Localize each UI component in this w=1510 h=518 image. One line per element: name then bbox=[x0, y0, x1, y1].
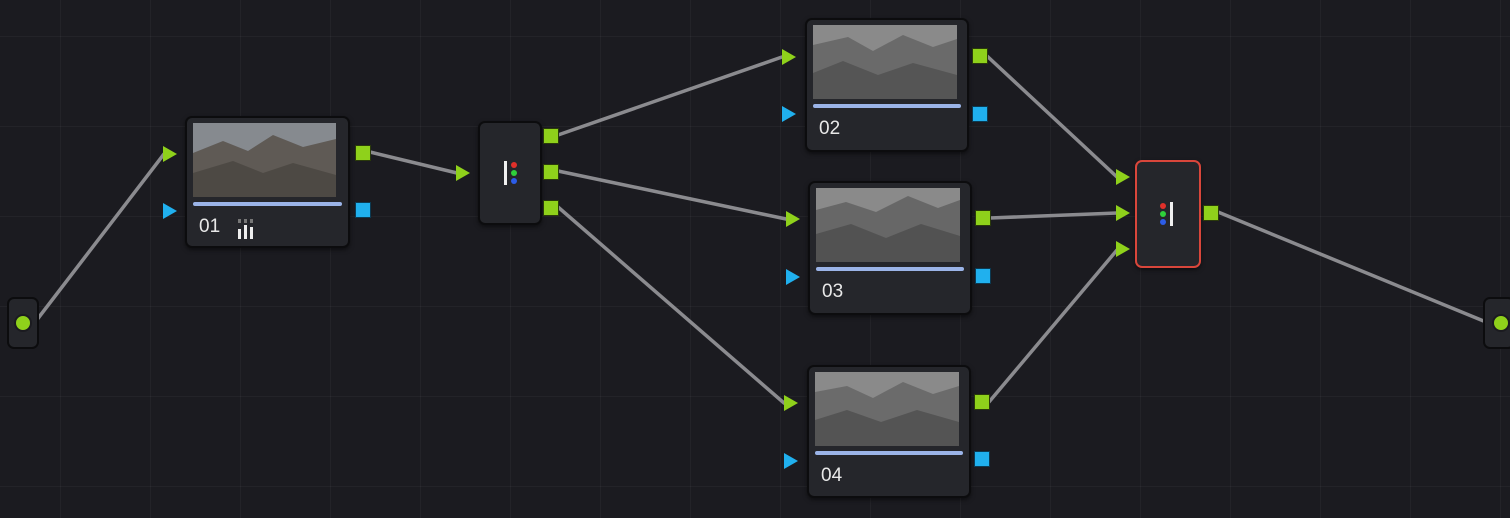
link-splitter-to-03 bbox=[556, 169, 788, 221]
source-input-node[interactable] bbox=[7, 297, 39, 349]
node-thumbnail bbox=[815, 372, 959, 446]
node-02-rgb-input[interactable] bbox=[782, 49, 796, 65]
levels-bars-icon bbox=[237, 219, 257, 244]
node-number-label: 04 bbox=[821, 465, 843, 486]
node-thumbnail bbox=[813, 25, 957, 99]
node-clip-bar bbox=[816, 267, 964, 271]
combiner-input-blue[interactable] bbox=[1116, 241, 1130, 257]
node-04-rgb-output[interactable] bbox=[974, 394, 990, 410]
node-01-rgb-input[interactable] bbox=[163, 146, 177, 162]
node-04-rgb-input[interactable] bbox=[784, 395, 798, 411]
node-number-label: 03 bbox=[822, 281, 844, 302]
link-combiner-to-output bbox=[1216, 210, 1488, 324]
node-01[interactable]: 01 bbox=[185, 116, 350, 248]
node-04-alpha-input[interactable] bbox=[784, 453, 798, 469]
node-01-alpha-input[interactable] bbox=[163, 203, 177, 219]
splitter-input[interactable] bbox=[456, 165, 470, 181]
channel-splitter-icon bbox=[503, 160, 519, 191]
node-clip-bar bbox=[815, 451, 963, 455]
combiner-node[interactable] bbox=[1135, 160, 1201, 268]
output-input-port[interactable] bbox=[1492, 314, 1510, 332]
node-04-alpha-output[interactable] bbox=[974, 451, 990, 467]
combiner-input-green[interactable] bbox=[1116, 205, 1130, 221]
node-clip-bar bbox=[193, 202, 342, 206]
link-source-to-01 bbox=[34, 152, 166, 323]
splitter-node[interactable] bbox=[478, 121, 542, 225]
combiner-input-red[interactable] bbox=[1116, 169, 1130, 185]
node-02-alpha-input[interactable] bbox=[782, 106, 796, 122]
node-04[interactable]: 04 bbox=[807, 365, 971, 498]
link-splitter-to-02 bbox=[556, 55, 784, 137]
tree-output-node[interactable] bbox=[1483, 297, 1510, 349]
link-03-to-combiner bbox=[988, 211, 1119, 220]
node-03-rgb-input[interactable] bbox=[786, 211, 800, 227]
node-number-label: 02 bbox=[819, 118, 841, 139]
node-02-alpha-output[interactable] bbox=[972, 106, 988, 122]
splitter-output-green[interactable] bbox=[543, 164, 559, 180]
splitter-output-red[interactable] bbox=[543, 128, 559, 144]
combiner-output[interactable] bbox=[1203, 205, 1219, 221]
link-04-to-combiner bbox=[987, 248, 1119, 404]
source-output-port[interactable] bbox=[14, 314, 32, 332]
node-number-label: 01 bbox=[199, 216, 221, 237]
node-clip-bar bbox=[813, 104, 961, 108]
node-01-alpha-output[interactable] bbox=[355, 202, 371, 218]
node-01-rgb-output[interactable] bbox=[355, 145, 371, 161]
link-splitter-to-04 bbox=[556, 205, 786, 405]
channel-combiner-icon bbox=[1159, 201, 1175, 232]
node-thumbnail bbox=[193, 123, 336, 197]
node-03-rgb-output[interactable] bbox=[975, 210, 991, 226]
node-03-alpha-input[interactable] bbox=[786, 269, 800, 285]
node-03-alpha-output[interactable] bbox=[975, 268, 991, 284]
link-01-to-splitter bbox=[368, 150, 459, 175]
node-03[interactable]: 03 bbox=[808, 181, 972, 315]
node-02-rgb-output[interactable] bbox=[972, 48, 988, 64]
node-thumbnail bbox=[816, 188, 960, 262]
splitter-output-blue[interactable] bbox=[543, 200, 559, 216]
link-02-to-combiner bbox=[985, 54, 1119, 179]
node-02[interactable]: 02 bbox=[805, 18, 969, 152]
